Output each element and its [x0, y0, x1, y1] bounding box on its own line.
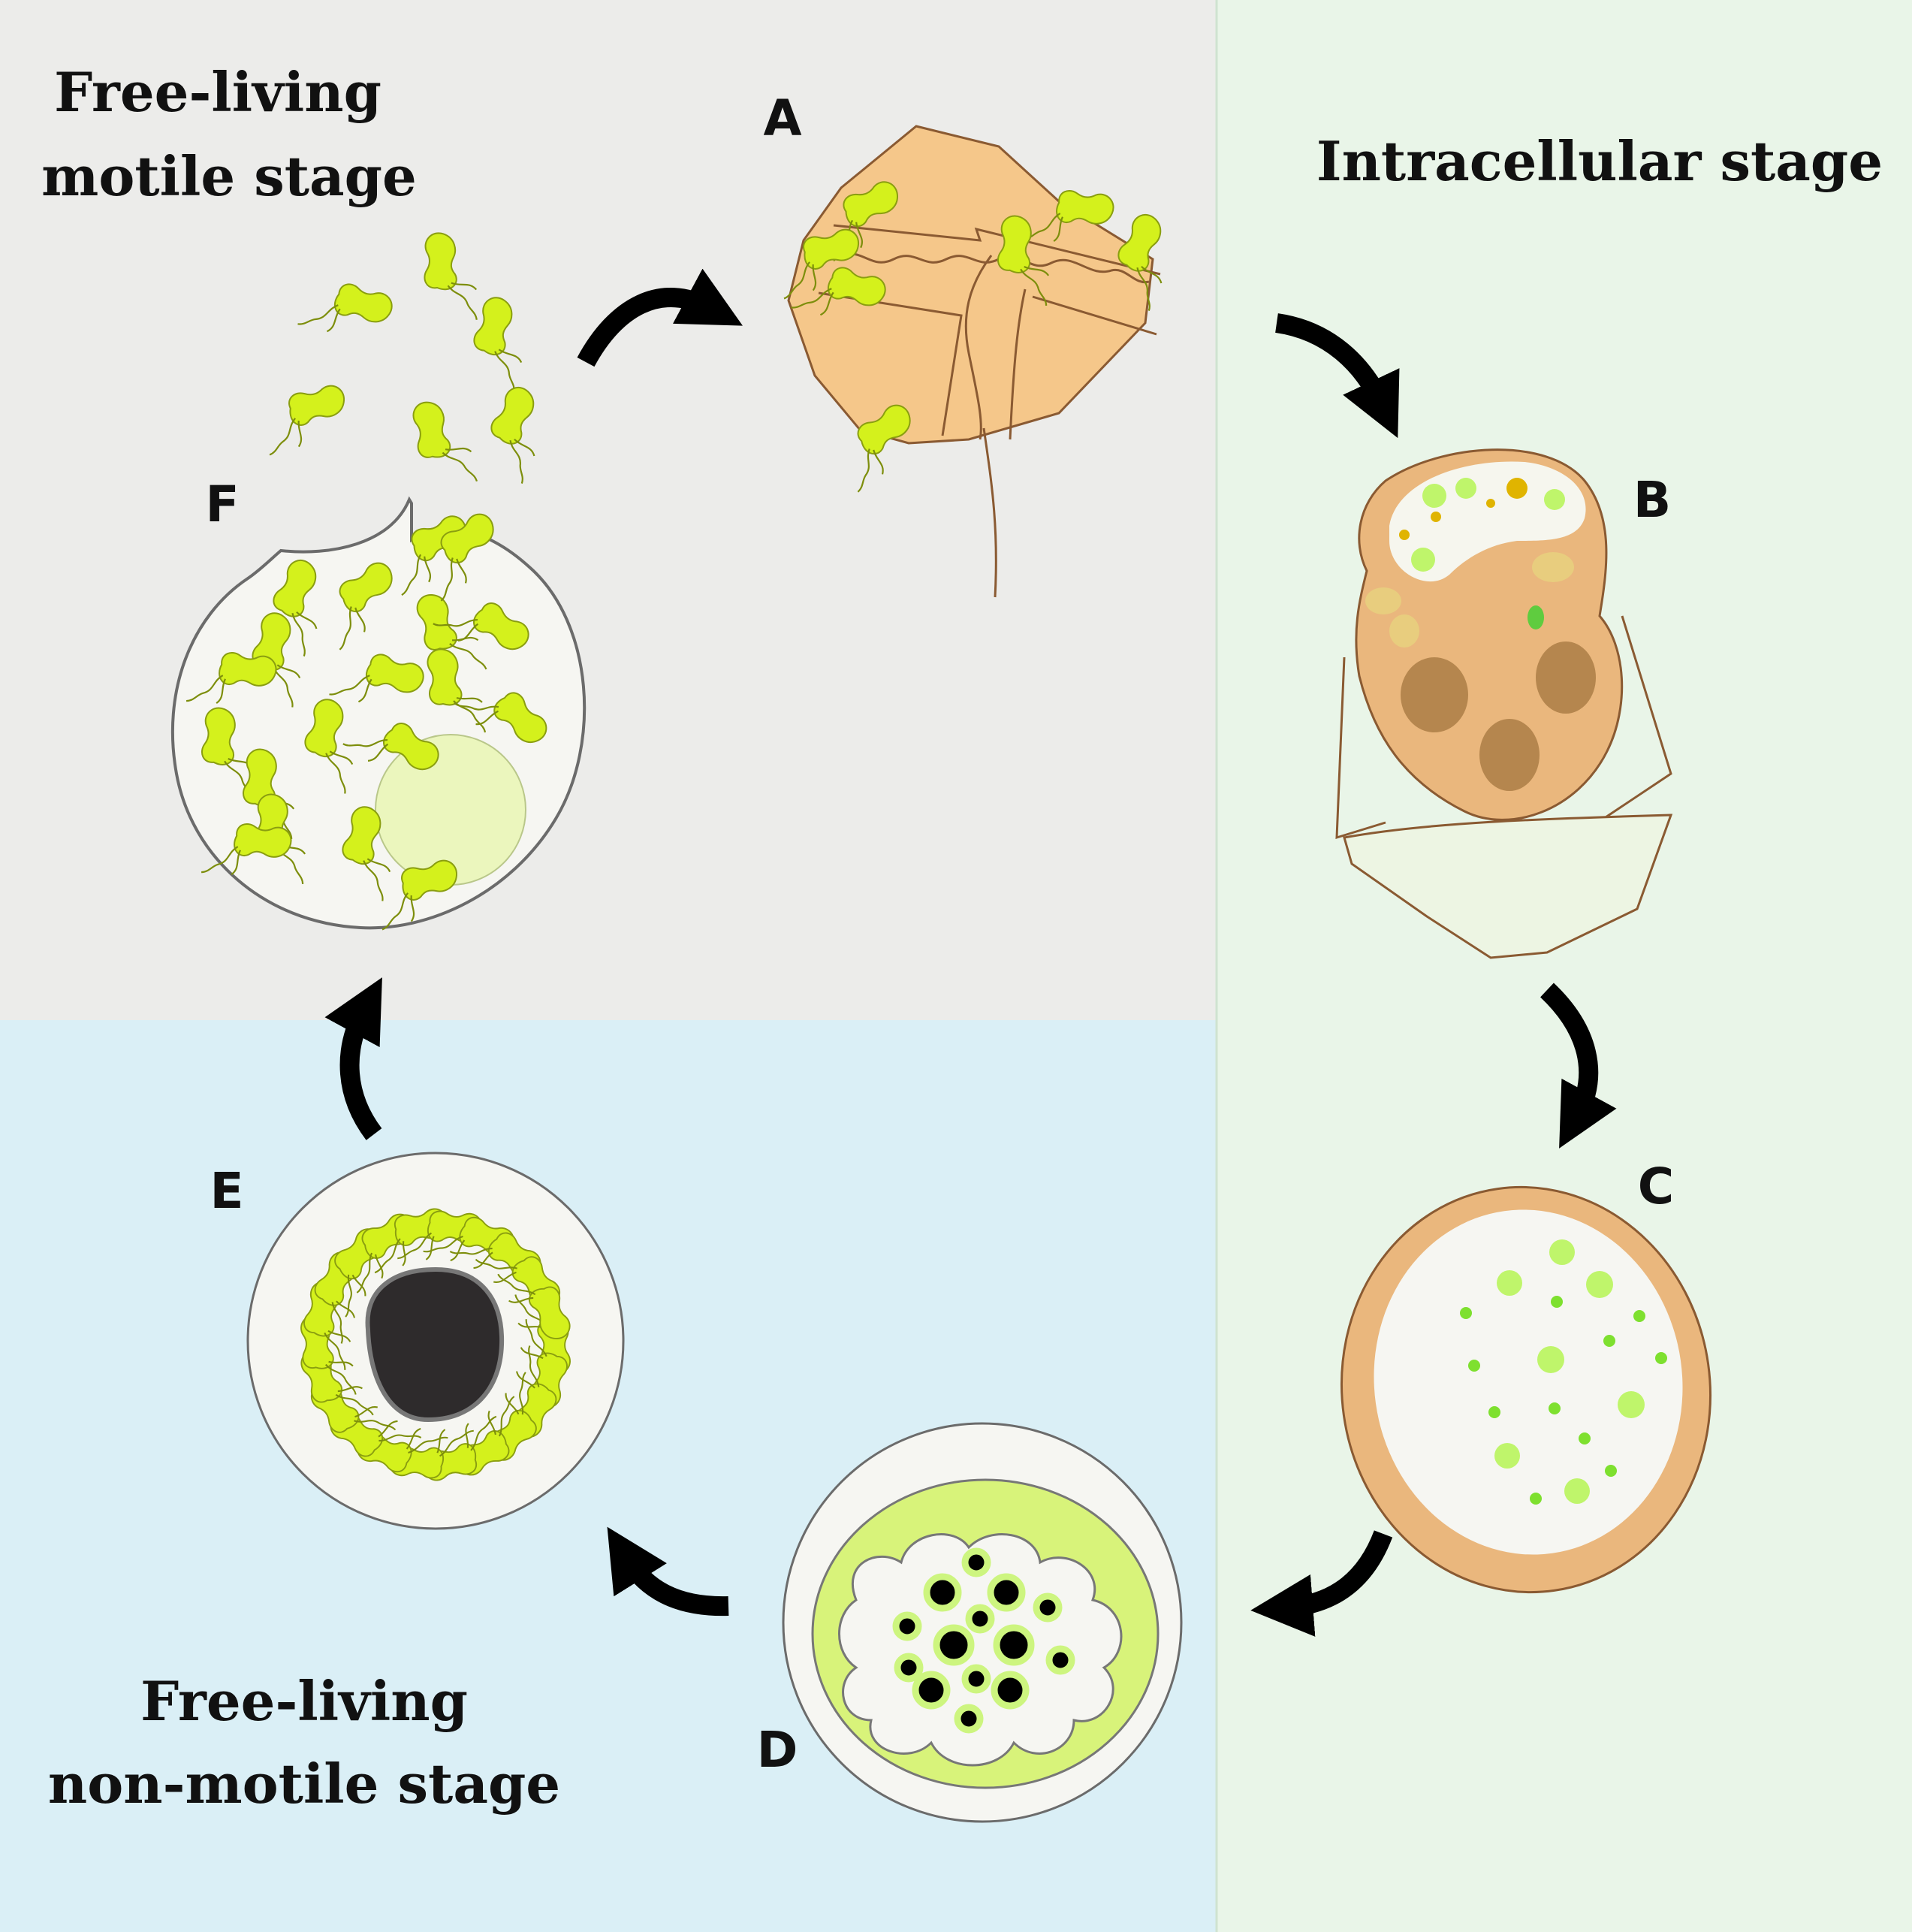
arrow-d-to-e: [607, 1526, 729, 1617]
stage-c-cyst: [1340, 1185, 1712, 1594]
nonmotile-title-line1: Free-living: [140, 1669, 468, 1733]
stage-e-nucleus: [365, 1266, 505, 1423]
arrow-e-to-f: [324, 977, 382, 1140]
stage-d-dividing-cyst: [782, 1422, 1183, 1823]
label-c: C: [1638, 1158, 1674, 1215]
motile-title-line1: Free-living: [54, 60, 381, 124]
label-d: D: [757, 1721, 798, 1779]
motile-title-line2: motile stage: [41, 144, 417, 208]
nonmotile-title-line2: non-motile stage: [48, 1752, 560, 1816]
arrow-a-to-b: [1274, 313, 1400, 439]
stage-e-sporangium: [246, 1152, 625, 1530]
arrow-b-to-c: [1540, 983, 1617, 1149]
stage-a-flagellum: [982, 427, 997, 598]
label-e: E: [210, 1162, 243, 1220]
label-b: B: [1633, 471, 1671, 529]
label-f: F: [205, 475, 239, 533]
arrow-c-to-d: [1250, 1530, 1393, 1637]
stage-f-releasing-sporangium: [170, 231, 587, 931]
arrow-f-to-a: [577, 268, 743, 367]
label-a: A: [763, 89, 801, 147]
intracellular-region: [1217, 0, 1912, 1932]
intracellular-title: Intracellular stage: [1316, 129, 1883, 193]
curved-arrow-icon: [324, 268, 1617, 1637]
stage-b-trophont: [1335, 448, 1673, 959]
